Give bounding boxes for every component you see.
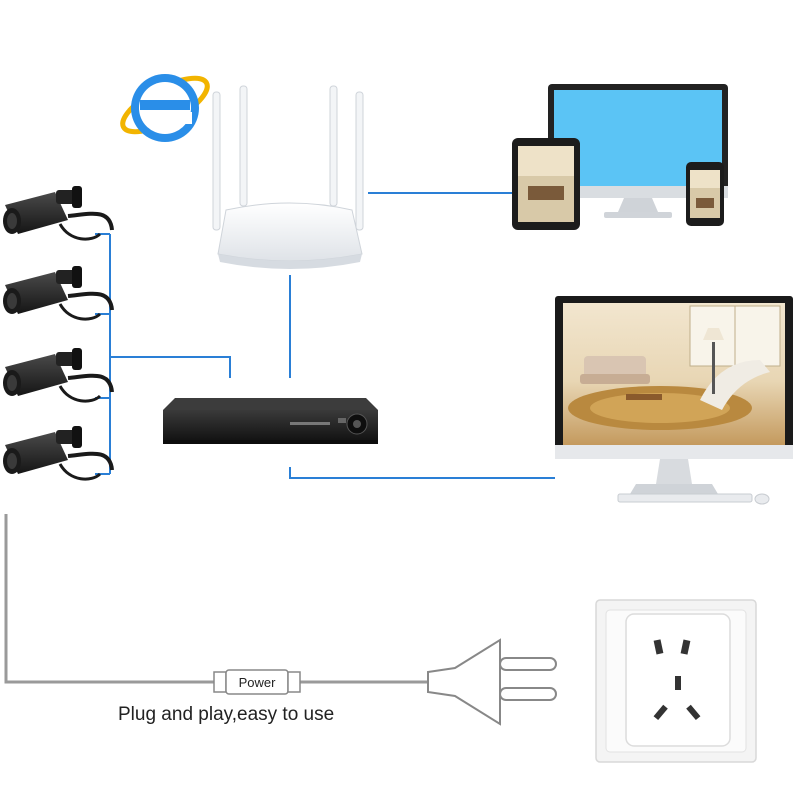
power-adapter: Power (213, 669, 301, 695)
camera-4 (3, 426, 114, 481)
bullet-camera-icon (3, 266, 114, 321)
nvr-recorder-icon (163, 398, 378, 444)
camera-1 (3, 186, 114, 241)
camera-bus-to-nvr (110, 356, 231, 378)
wall-outlet-icon (595, 599, 757, 763)
wifi-router-icon (212, 85, 364, 269)
power-label: Power (239, 675, 277, 690)
phone-icon (686, 162, 724, 226)
bullet-camera-icon (3, 348, 114, 403)
tablet-icon (512, 138, 580, 230)
power-cable (4, 514, 428, 684)
internet-explorer-icon (120, 74, 210, 142)
camera-3 (3, 348, 114, 403)
caption-text: Plug and play,easy to use (118, 704, 335, 725)
desktop-monitor-icon (555, 296, 793, 505)
bullet-camera-icon (3, 186, 114, 241)
power-plug-icon (427, 638, 557, 726)
camera-2 (3, 266, 114, 321)
nvr-to-display-link (289, 467, 555, 479)
bullet-camera-icon (3, 426, 114, 481)
connection-lines (95, 192, 555, 479)
mobile-devices (512, 84, 728, 230)
